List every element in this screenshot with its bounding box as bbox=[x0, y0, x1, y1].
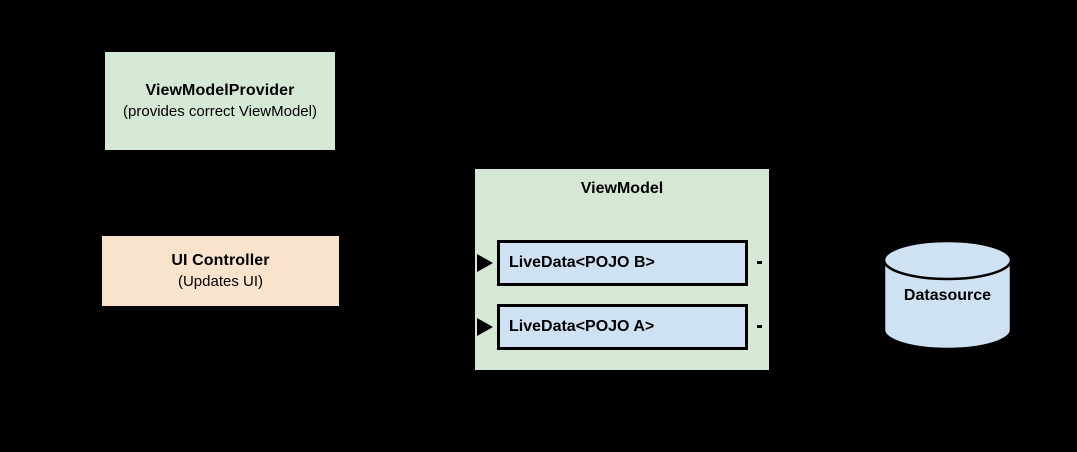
viewmodel-title: ViewModel bbox=[580, 180, 664, 197]
node-viewmodel[interactable]: ViewModel LiveData<POJO B> LiveData<POJO… bbox=[475, 169, 769, 370]
arrowhead-icon-livedata-a bbox=[477, 318, 493, 336]
ui-controller-title: UI Controller bbox=[171, 251, 270, 269]
livedata-box-pojo-b[interactable]: LiveData<POJO B> bbox=[497, 240, 748, 286]
dashed-connector-livedata-a bbox=[757, 325, 762, 328]
node-datasource[interactable]: Datasource bbox=[882, 240, 1013, 350]
livedata-box-pojo-a[interactable]: LiveData<POJO A> bbox=[497, 304, 748, 350]
dashed-connector-livedata-b bbox=[757, 261, 762, 264]
viewmodel-provider-title: ViewModelProvider bbox=[145, 81, 295, 99]
node-ui-controller[interactable]: UI Controller (Updates UI) bbox=[102, 236, 339, 306]
viewmodel-provider-subtitle: (provides correct ViewModel) bbox=[123, 102, 317, 120]
arrowhead-icon-livedata-b bbox=[477, 254, 493, 272]
ui-controller-subtitle: (Updates UI) bbox=[177, 272, 264, 290]
node-viewmodel-provider[interactable]: ViewModelProvider (provides correct View… bbox=[105, 52, 335, 150]
cylinder-icon bbox=[882, 240, 1013, 350]
